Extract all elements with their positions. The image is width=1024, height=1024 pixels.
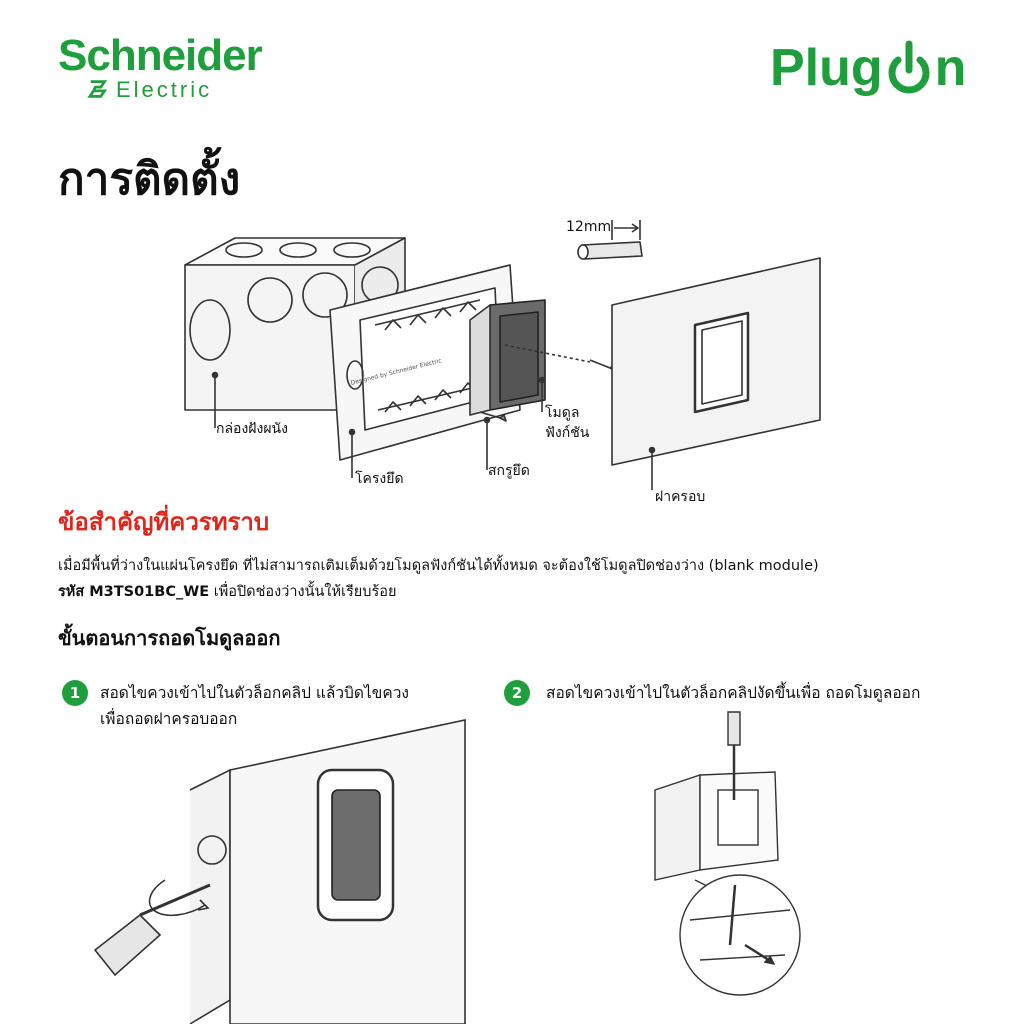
- logo-word-schneider: Schneider: [58, 31, 263, 80]
- label-module-line1: โมดูล: [545, 405, 580, 421]
- important-line1: เมื่อมีพื้นที่ว่างในแผ่นโครงยึด ที่ไม่สา…: [58, 558, 819, 574]
- se-symbol-icon: [87, 80, 108, 98]
- step2-illustration: [654, 711, 801, 996]
- steps-heading: ขั้นตอนการถอดโมดูลออก: [58, 626, 281, 650]
- step-2-number: 2: [504, 680, 530, 706]
- important-heading: ข้อสำคัญที่ควรทราบ: [58, 508, 270, 536]
- step-1-line2: เพื่อถอดฝาครอบออก: [100, 710, 238, 728]
- step-2-text: สอดไขควงเข้าไปในตัวล็อกคลิปงัดขึ้นเพื่อ …: [546, 680, 976, 706]
- label-module-line2: ฟังก์ชัน: [545, 425, 590, 441]
- step-1-text: สอดไขควงเข้าไปในตัวล็อกคลิป แล้วบิดไขควง…: [100, 680, 480, 732]
- important-line2-rest: เพื่อปิดช่องว่างนั้นให้เรียบร้อย: [209, 584, 397, 600]
- logo-plug-text: Plug: [770, 39, 883, 97]
- step-2-line1: สอดไขควงเข้าไปในตัวล็อกคลิปงัดขึ้นเพื่อ …: [546, 684, 921, 702]
- plugon-logo: Plug n: [770, 38, 966, 98]
- module-code: รหัส M3TS01BC_WE: [58, 584, 210, 600]
- important-paragraph: เมื่อมีพื้นที่ว่างในแผ่นโครงยึด ที่ไม่สา…: [58, 553, 978, 605]
- logo-word-electric: Electric: [116, 77, 213, 102]
- function-module: [469, 299, 546, 416]
- page-title: การติดตั้ง: [58, 154, 241, 205]
- label-frame: โครงยึด: [355, 471, 404, 487]
- schneider-electric-logo: Schneider Electric: [58, 31, 263, 102]
- step-1-number: 1: [62, 680, 88, 706]
- wire-end: [577, 220, 643, 260]
- label-cover: ฝาครอบ: [655, 489, 706, 505]
- label-wall-box: กล่องฝังผนัง: [216, 421, 288, 437]
- step-1-line1: สอดไขควงเข้าไปในตัวล็อกคลิป แล้วบิดไขควง: [100, 684, 409, 702]
- cover-plate: [611, 257, 821, 466]
- power-icon: [883, 38, 935, 98]
- step1-illustration: [93, 719, 466, 1024]
- label-screw: สกรูยึด: [488, 463, 530, 479]
- logo-n-text: n: [934, 39, 967, 97]
- important-line2: รหัส M3TS01BC_WE เพื่อปิดช่องว่างนั้นให้…: [58, 579, 978, 605]
- wire-length-label: 12mm: [566, 219, 612, 235]
